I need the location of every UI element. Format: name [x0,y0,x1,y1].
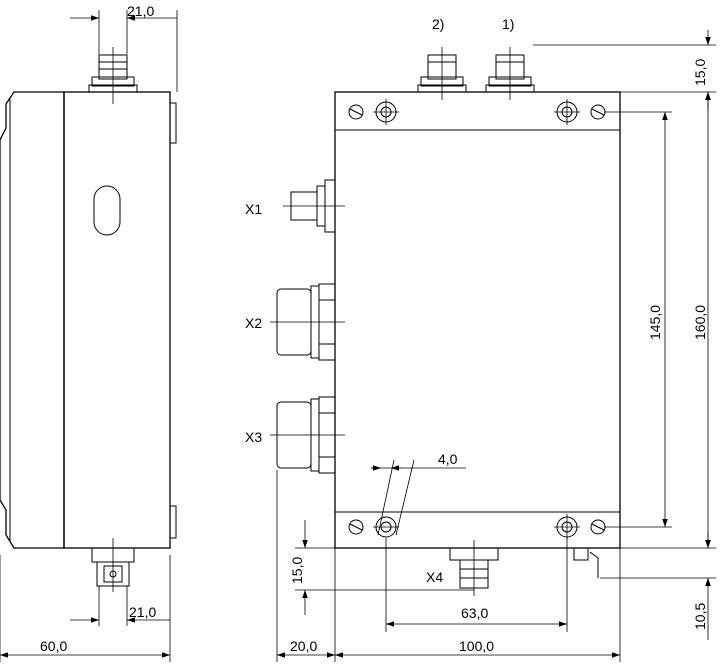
dim-depth: 60,0 [40,638,67,654]
connector-x3 [270,396,345,474]
dim-hole-spacing-vertical: 145,0 [647,305,663,340]
earth-terminal [573,547,599,578]
connector-labels: X1 X2 X3 X4 2) 1) [245,16,514,585]
side-slot [93,185,121,236]
dim-left-offset: 20,0 [290,638,317,654]
label-note-1: 1) [502,16,514,32]
dim-hole-spacing-horizontal: 63,0 [461,605,488,621]
label-x2: X2 [245,315,262,331]
dim-top-offset: 15,0 [692,59,708,86]
mounting-holes-top [348,99,606,125]
label-note-2: 2) [432,16,444,32]
mounting-holes-bottom [348,514,606,540]
side-bottom-connector [91,538,135,592]
dimension-labels: 21,0 21,0 60,0 20,0 100,0 63,0 4,0 15,0 … [40,3,708,654]
side-top-connector [88,47,138,104]
dimension-lines [0,10,716,662]
front-top-connectors [417,47,535,100]
dim-hole-diameter: 4,0 [438,451,458,467]
label-x3: X3 [245,429,262,445]
dim-overall-width: 100,0 [459,638,494,654]
front-view [270,47,621,596]
dim-bottom-clearance: 10,5 [692,603,708,630]
dim-bottom-offset: 15,0 [289,557,305,584]
side-housing [0,91,177,549]
label-x1: X1 [245,201,262,217]
front-housing [334,91,621,549]
side-view [0,47,177,592]
dim-bottom-width-side: 21,0 [129,604,156,620]
dim-overall-height: 160,0 [692,305,708,340]
connector-x1 [283,179,345,233]
connector-x4 [449,540,499,596]
connector-x2 [270,283,345,361]
dim-top-width-side: 21,0 [127,3,154,19]
label-x4: X4 [426,569,443,585]
